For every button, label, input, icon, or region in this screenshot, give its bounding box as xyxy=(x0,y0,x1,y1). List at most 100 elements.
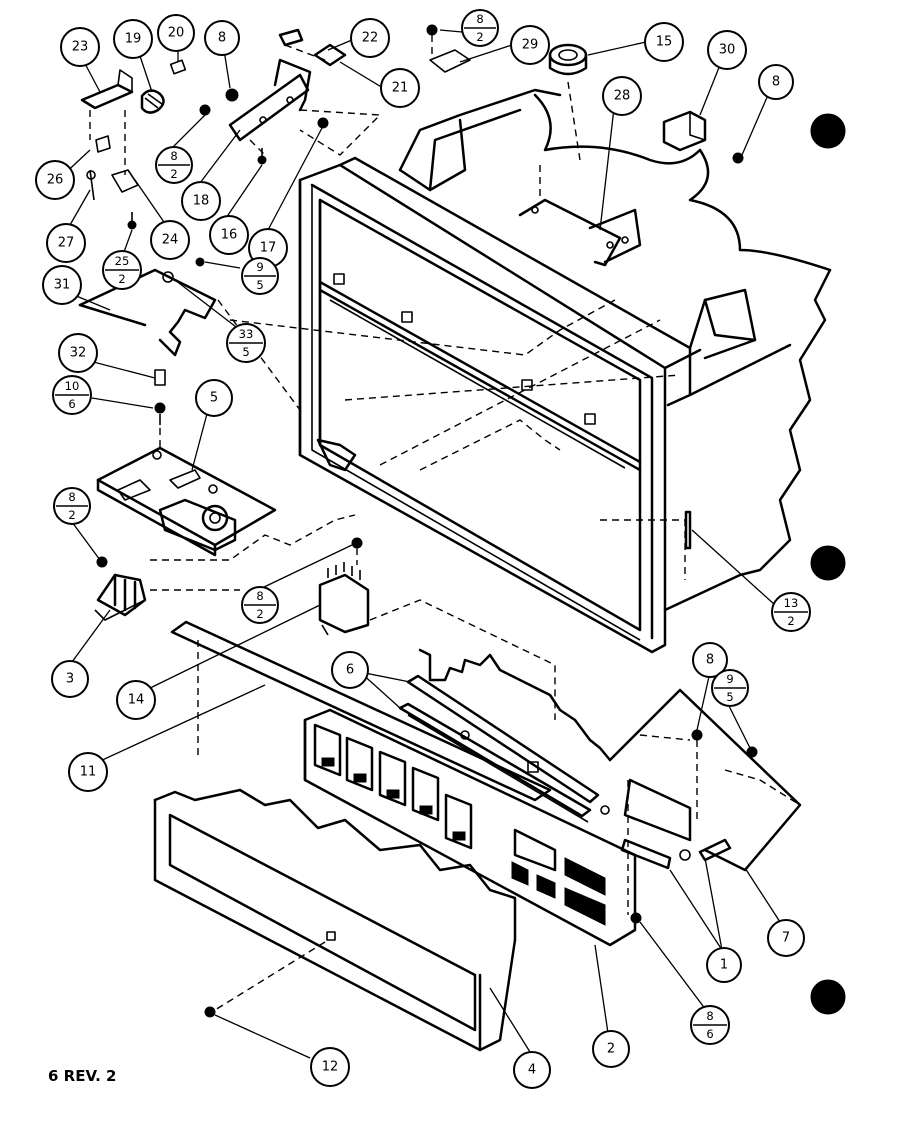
callout-27: 27 xyxy=(46,223,86,263)
callout-bubbles: 23 19 20 8 22 29 15 30 8 21 28 26 18 16 … xyxy=(35,9,811,1089)
svg-text:8: 8 xyxy=(706,1009,713,1023)
svg-text:16: 16 xyxy=(221,228,238,243)
callout-8-over-6: 86 xyxy=(690,1005,730,1045)
callout-8-lower: 8 xyxy=(692,642,728,678)
svg-text:2: 2 xyxy=(607,1042,615,1057)
back-plate-7 xyxy=(608,688,802,924)
svg-text:6: 6 xyxy=(706,1027,713,1041)
svg-text:11: 11 xyxy=(80,765,97,780)
mounting-plate-assembly xyxy=(78,257,301,450)
svg-text:8: 8 xyxy=(772,75,780,90)
callout-6: 6 xyxy=(331,651,369,689)
callout-4: 4 xyxy=(513,1051,551,1089)
callout-31: 31 xyxy=(42,265,82,305)
svg-text:32: 32 xyxy=(70,346,87,361)
front-strip-11 xyxy=(170,620,552,802)
callout-18: 18 xyxy=(181,181,221,221)
callout-21: 21 xyxy=(380,68,420,108)
top-right-parts xyxy=(426,24,744,267)
callout-22: 22 xyxy=(350,18,390,58)
trim-strip-6 xyxy=(398,648,612,823)
callout-leaders xyxy=(59,29,783,1059)
svg-text:3: 3 xyxy=(66,672,74,687)
callout-8-over-2-top: 82 xyxy=(461,9,499,47)
control-board-assembly xyxy=(96,446,277,557)
callout-32: 32 xyxy=(58,333,98,373)
svg-text:9: 9 xyxy=(726,672,733,686)
callout-9-over-5-lower: 95 xyxy=(711,669,749,707)
assembly-dashed-lines xyxy=(229,299,681,471)
callout-15: 15 xyxy=(644,22,684,62)
callout-11: 11 xyxy=(68,752,108,792)
callout-12: 12 xyxy=(310,1047,350,1087)
svg-text:23: 23 xyxy=(72,40,89,55)
svg-text:25: 25 xyxy=(115,254,130,268)
callout-24: 24 xyxy=(150,220,190,260)
svg-text:19: 19 xyxy=(125,32,142,47)
svg-text:1: 1 xyxy=(720,958,728,973)
svg-text:20: 20 xyxy=(168,26,185,41)
callout-20: 20 xyxy=(157,14,195,52)
svg-text:5: 5 xyxy=(242,345,249,359)
svg-text:29: 29 xyxy=(522,38,539,53)
relay-part xyxy=(318,537,556,720)
svg-text:2: 2 xyxy=(68,508,75,522)
svg-text:5: 5 xyxy=(210,391,218,406)
svg-text:9: 9 xyxy=(256,260,263,274)
svg-text:24: 24 xyxy=(162,233,179,248)
svg-text:2: 2 xyxy=(256,607,263,621)
revision-footer: 6 REV. 2 xyxy=(48,1067,117,1085)
callout-8-over-2-left: 82 xyxy=(155,146,193,184)
pin-13 xyxy=(600,510,692,580)
svg-text:4: 4 xyxy=(528,1063,536,1078)
svg-text:5: 5 xyxy=(726,690,733,704)
callout-8-over-2-relay: 82 xyxy=(241,586,279,624)
svg-text:6: 6 xyxy=(346,663,354,678)
svg-text:8: 8 xyxy=(256,589,263,603)
svg-text:8: 8 xyxy=(706,653,714,668)
callout-10-over-6: 106 xyxy=(52,375,92,415)
registration-dot-top xyxy=(810,113,846,149)
svg-text:33: 33 xyxy=(239,327,254,341)
svg-text:30: 30 xyxy=(719,43,736,58)
callout-8: 8 xyxy=(204,20,240,56)
control-panel-2 xyxy=(303,708,637,947)
svg-text:21: 21 xyxy=(392,81,409,96)
svg-text:2: 2 xyxy=(170,167,177,181)
svg-text:2: 2 xyxy=(118,272,125,286)
transformer-part xyxy=(94,514,356,621)
bezel-frame-4 xyxy=(153,788,517,1052)
svg-text:8: 8 xyxy=(476,12,483,26)
panel-buttons xyxy=(313,723,473,850)
svg-text:17: 17 xyxy=(260,241,277,256)
callout-7: 7 xyxy=(767,919,805,957)
callout-30: 30 xyxy=(707,30,747,70)
svg-text:26: 26 xyxy=(47,173,64,188)
svg-text:22: 22 xyxy=(362,31,379,46)
svg-text:18: 18 xyxy=(193,194,210,209)
svg-text:6: 6 xyxy=(68,397,75,411)
cabinet-frame xyxy=(298,163,702,654)
svg-text:8: 8 xyxy=(68,490,75,504)
svg-text:7: 7 xyxy=(782,931,790,946)
callout-28: 28 xyxy=(602,76,642,116)
callout-3: 3 xyxy=(51,660,89,698)
top-bracket-assembly xyxy=(80,28,382,230)
callout-23: 23 xyxy=(60,27,100,67)
callout-8-right: 8 xyxy=(758,64,794,100)
svg-text:2: 2 xyxy=(787,614,794,628)
svg-text:8: 8 xyxy=(218,31,226,46)
callout-29: 29 xyxy=(510,25,550,65)
svg-text:2: 2 xyxy=(476,30,483,44)
svg-text:10: 10 xyxy=(65,379,80,393)
callout-25-over-2: 252 xyxy=(102,250,142,290)
callout-8-over-2-transformer: 82 xyxy=(53,487,91,525)
callout-14: 14 xyxy=(116,680,156,720)
cabinet-top-panel xyxy=(338,88,832,612)
callout-5: 5 xyxy=(195,379,233,417)
svg-text:28: 28 xyxy=(614,89,631,104)
registration-dot-middle xyxy=(810,545,846,581)
callout-13-over-2: 132 xyxy=(771,592,811,632)
svg-text:14: 14 xyxy=(128,693,145,708)
